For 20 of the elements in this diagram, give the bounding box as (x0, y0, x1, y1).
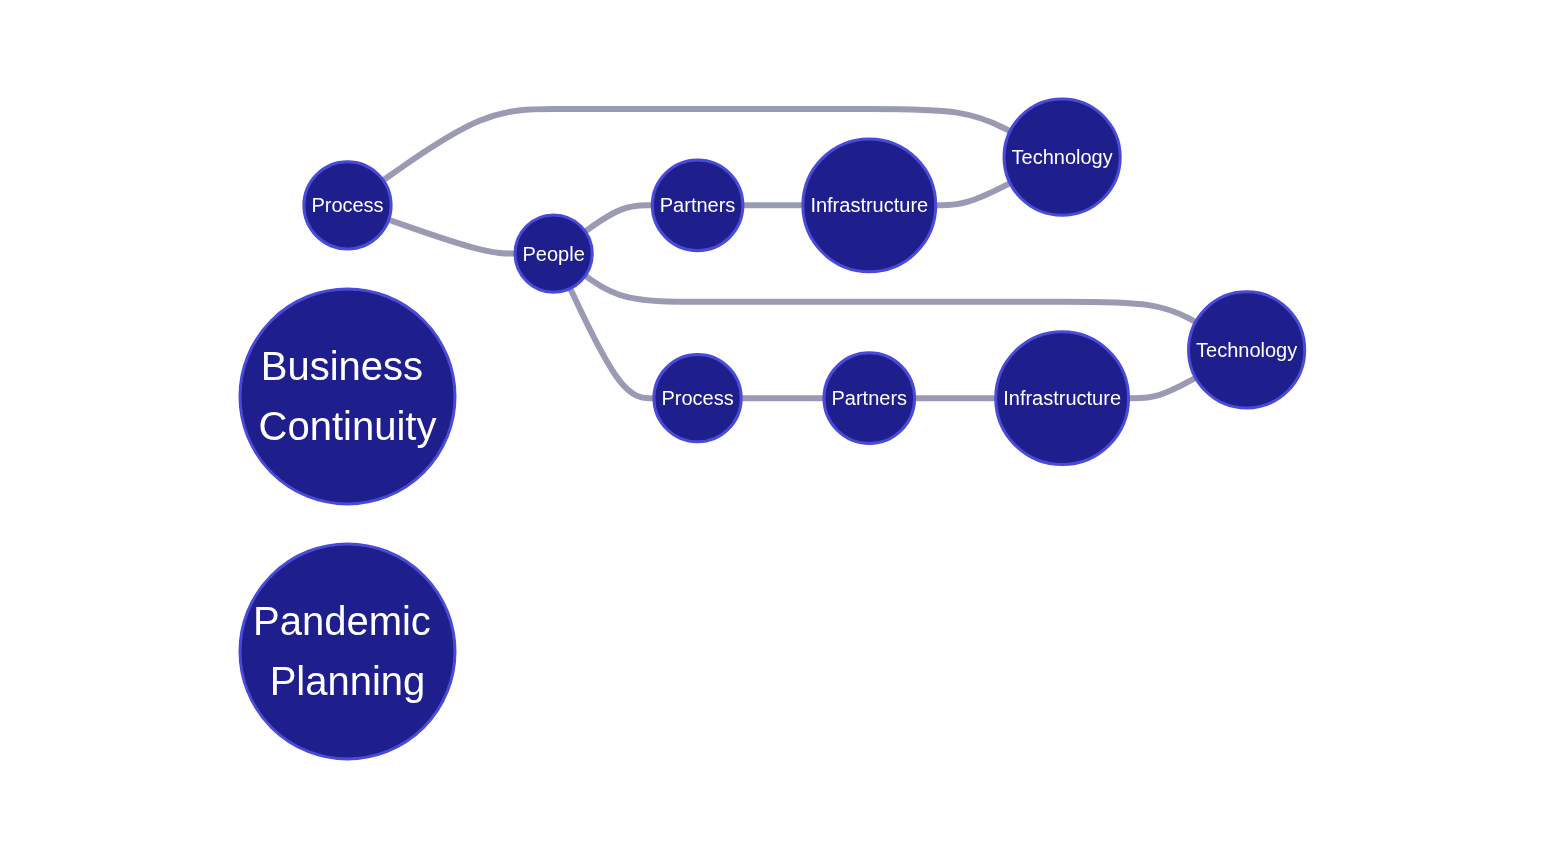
connector (567, 286, 655, 401)
connector (583, 201, 653, 234)
node-circle: Partners (822, 350, 917, 445)
connector (743, 201, 803, 208)
connector (1128, 374, 1198, 401)
node-circle: Pandemic Planning (238, 541, 457, 760)
node-circle: People (513, 212, 594, 294)
node-circle: Infrastructure (801, 136, 938, 273)
connector (381, 105, 1012, 183)
node-circle: Business Continuity (238, 286, 457, 505)
node-circle: Technology (1002, 97, 1122, 217)
node-circle: Infrastructure (994, 329, 1131, 466)
node-circle: Process (652, 352, 743, 443)
node-circle: Technology (1187, 289, 1307, 410)
connector (387, 216, 516, 257)
node-circle: Process (302, 159, 393, 250)
node-circle: Partners (650, 158, 745, 252)
connector (914, 394, 996, 401)
connector (935, 179, 1012, 208)
connector (741, 394, 825, 401)
